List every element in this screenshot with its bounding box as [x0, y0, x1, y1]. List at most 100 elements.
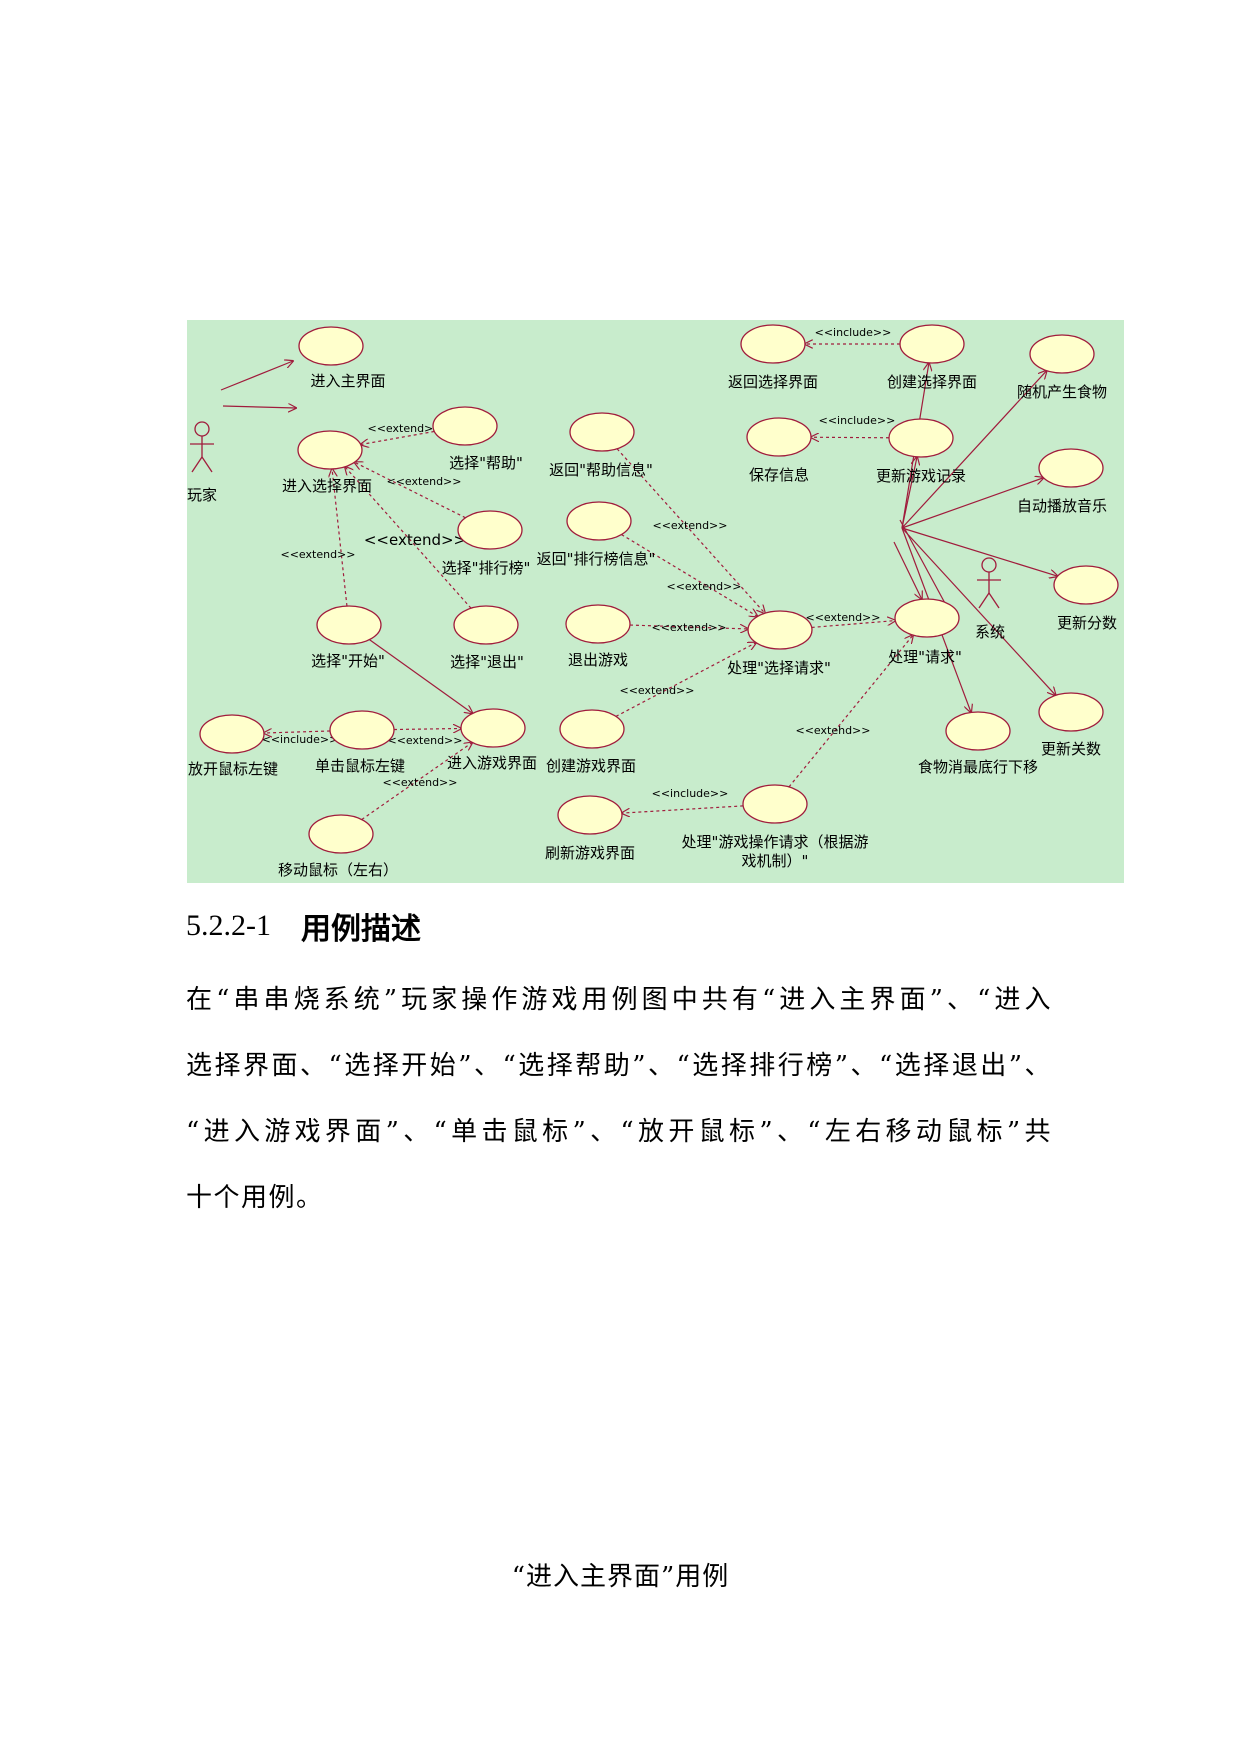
actor-leg: [191, 456, 203, 473]
actor-0: 玩家: [187, 421, 217, 504]
relation-line: [264, 731, 331, 733]
use-case-updrec: 更新游戏记录: [876, 418, 966, 485]
use-case-ellipse: [559, 709, 625, 749]
use-case-label: 处理"选择请求": [727, 659, 831, 677]
use-case-label: 选择"帮助": [449, 454, 523, 472]
stereotype-label: <<include>>: [819, 414, 896, 427]
stereotype-label: <<extend>>: [383, 776, 458, 789]
paragraph-line: 在“串串烧系统”玩家操作游戏用例图中共有“进入主界面”、“进入: [186, 985, 1052, 1015]
relation-line: [616, 448, 765, 613]
use-case-label: 进入游戏界面: [447, 754, 537, 772]
use-case-retsel: 返回选择界面: [728, 324, 818, 391]
use-case-ellipse: [888, 418, 954, 458]
use-case-label: 选择"排行榜": [442, 559, 531, 577]
relation-line: [393, 728, 461, 729]
use-case-label: 返回"排行榜信息": [537, 550, 656, 568]
use-case-exitgame: 退出游戏: [565, 604, 631, 669]
use-case-eaten: 食物消最底行下移: [918, 711, 1038, 776]
actor-1: 系统: [975, 557, 1005, 641]
relation-line: [354, 462, 466, 519]
relation-line: [788, 635, 913, 788]
relation-line: [361, 430, 435, 444]
relation-line: [622, 805, 744, 813]
association-line: [901, 371, 1047, 529]
use-case-label: 刷新游戏界面: [545, 844, 635, 862]
stereotype-label: <<extend>>: [667, 580, 742, 593]
description-paragraph: 在“串串烧系统”玩家操作游戏用例图中共有“进入主界面”、“进入 选择界面、“选择…: [186, 967, 1052, 1231]
use-case-ellipse: [297, 430, 363, 470]
stereotype-label: <<extend>>: [387, 475, 462, 488]
use-case-ellipse: [329, 710, 395, 750]
relation-line: [629, 625, 748, 629]
use-case-label: 返回选择界面: [728, 373, 818, 391]
use-case-diagram: <<extend>> <<extend>> <<extend>> <<extend>>…: [187, 320, 1124, 883]
use-case-label: 自动播放音乐: [1017, 497, 1107, 515]
paragraph-line: 十个用例。: [186, 1183, 324, 1213]
use-case-retrank: 返回"排行榜信息": [537, 501, 656, 568]
use-case-ellipse: [432, 406, 498, 446]
use-case-label: 处理"请求": [888, 648, 962, 666]
stereotype-label: <<extend>>: [364, 531, 466, 549]
use-case-label: 创建选择界面: [887, 373, 977, 391]
section-heading: 5.2.2-1 用例描述: [186, 904, 421, 948]
stereotype-label: <<extend>>: [368, 422, 443, 435]
use-case-ellipse: [1038, 448, 1104, 488]
association-line: [893, 541, 922, 599]
use-case-label: 戏机制）": [742, 852, 809, 870]
actor-leg: [978, 592, 990, 609]
use-case-label: 单击鼠标左键: [315, 757, 405, 775]
use-case-click: 单击鼠标左键: [315, 710, 405, 775]
relation-line: [332, 469, 348, 607]
actor-leg: [201, 456, 213, 473]
diagram-background: [187, 320, 1124, 883]
use-case-label: 移动鼠标（左右）: [278, 861, 398, 879]
relation-line: [811, 621, 896, 629]
use-case-ellipse: [894, 598, 960, 638]
use-case-ellipse: [199, 714, 265, 754]
association-line: [901, 457, 917, 529]
association-line: [901, 527, 1056, 695]
association-line: [222, 406, 296, 408]
relation-line: [615, 643, 756, 717]
relation-line: [811, 437, 890, 438]
use-case-ellipse: [453, 605, 519, 645]
use-case-move: 移动鼠标（左右）: [278, 814, 398, 879]
use-case-help: 选择"帮助": [432, 406, 523, 472]
use-case-ellipse: [1038, 692, 1104, 732]
paragraph-line: 选择界面、“选择开始”、“选择帮助”、“选择排行榜”、“选择退出”、: [186, 1051, 1052, 1081]
use-case-ellipse: [746, 417, 812, 457]
use-case-label: 进入主界面: [310, 372, 385, 390]
use-case-ellipse: [747, 610, 813, 650]
section-number: 5.2.2-1: [186, 909, 271, 942]
use-case-game: 进入游戏界面: [447, 708, 537, 772]
use-case-ellipse: [308, 814, 374, 854]
use-case-label: 选择"开始": [311, 652, 385, 670]
use-case-label: 食物消最底行下移: [918, 758, 1038, 776]
use-case-ellipse: [945, 711, 1011, 751]
use-case-release: 放开鼠标左键: [188, 714, 278, 778]
figure-caption: “进入主界面”用例: [511, 1562, 730, 1592]
section-title: 用例描述: [301, 912, 421, 947]
use-case-rank: 选择"排行榜": [442, 510, 531, 577]
use-case-ellipse: [1029, 334, 1095, 374]
stereotype-label: <<extend>>: [652, 621, 727, 634]
use-case-quit: 选择"退出": [450, 605, 524, 671]
actor-label: 玩家: [187, 486, 217, 504]
use-case-ellipse: [557, 795, 623, 835]
stereotype-label: <<extend>>: [653, 519, 728, 532]
use-case-creategame: 创建游戏界面: [546, 709, 636, 775]
use-case-select: 进入选择界面: [282, 430, 372, 495]
use-case-ellipse: [298, 326, 364, 366]
association-line: [901, 478, 1044, 529]
relation-line: [369, 639, 472, 714]
use-case-label: 随机产生食物: [1017, 383, 1107, 401]
use-case-ellipse: [569, 412, 635, 452]
stereotype-label: <<extend>>: [806, 611, 881, 624]
use-case-ellipse: [316, 605, 382, 645]
use-case-ellipse: [565, 604, 631, 644]
relation-line: [361, 742, 473, 821]
use-case-music: 自动播放音乐: [1017, 448, 1107, 515]
actor-label: 系统: [975, 623, 1005, 641]
association-line: [901, 527, 1058, 576]
